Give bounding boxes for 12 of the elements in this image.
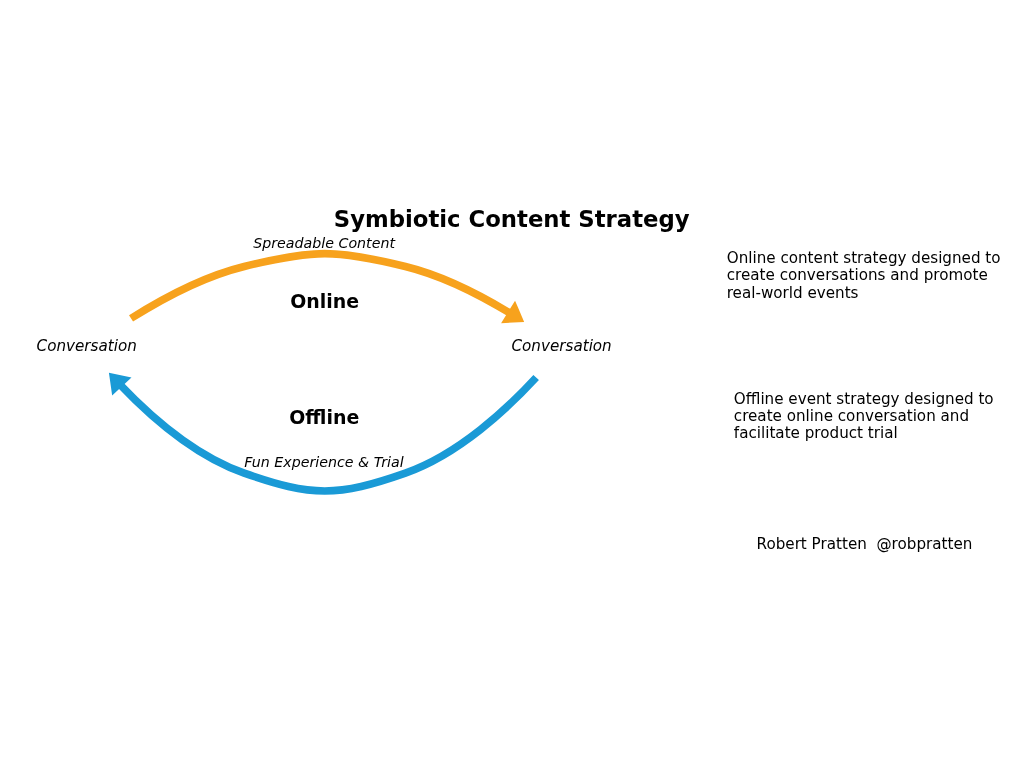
label: Online content strategy designed to create conversations and promote real-world events [726, 249, 1001, 302]
label: Offline event strategy designed to create online conversation and facilitate product trial [733, 389, 994, 442]
label: Robert Pratten @robpratten [756, 534, 973, 553]
label: Offline [289, 405, 360, 428]
edge-label: Fun Experience & Trial [244, 454, 404, 471]
arrow [129, 249, 525, 324]
label: Online [290, 290, 360, 313]
edge-label: Spreadable Content [253, 235, 395, 252]
arrow [108, 372, 539, 495]
node-text: Conversation [36, 336, 137, 355]
diagram-title: Symbiotic Content Strategy [333, 205, 690, 232]
node-text: Conversation [511, 336, 612, 355]
